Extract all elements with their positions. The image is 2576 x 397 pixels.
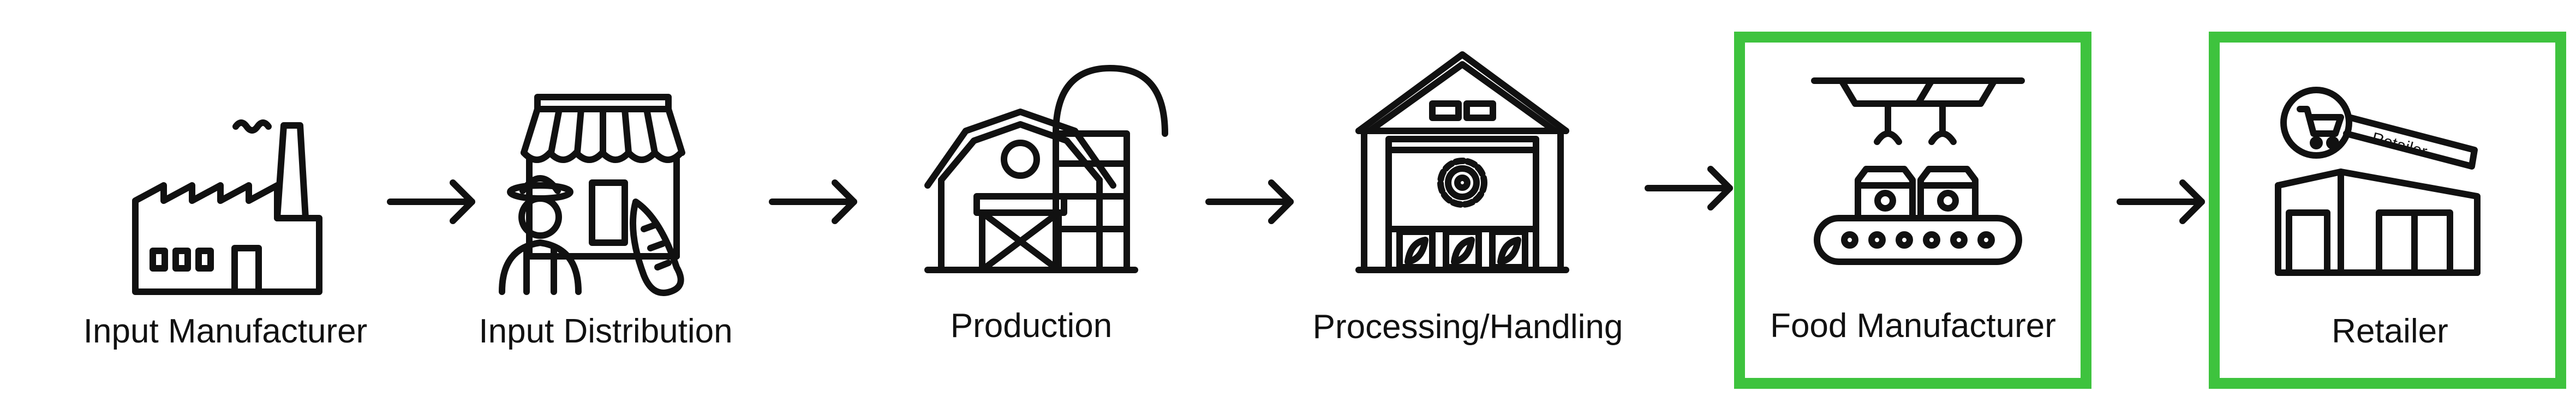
flow-arrow-2 xyxy=(769,179,857,224)
step-label-production: Production xyxy=(951,307,1112,345)
flow-arrow-4 xyxy=(1645,166,1733,210)
conveyor-packaging-icon xyxy=(1811,77,2025,265)
highlight-box-food-manufacturer xyxy=(1734,32,2091,389)
flow-arrow-5 xyxy=(2117,179,2205,224)
warehouse-gear-icon xyxy=(1355,51,1569,273)
farm-shop-icon xyxy=(499,94,685,296)
step-label-food-manufacturer: Food Manufacturer xyxy=(1770,307,2056,345)
highlight-box-retailer xyxy=(2209,32,2566,389)
factory-icon xyxy=(132,119,322,295)
step-label-processing-handling: Processing/Handling xyxy=(1313,308,1623,346)
step-label-input-manufacturer: Input Manufacturer xyxy=(83,312,367,350)
flow-arrow-1 xyxy=(387,179,475,224)
step-label-retailer: Retailer xyxy=(2332,312,2448,350)
retail-store-icon xyxy=(2275,87,2481,276)
step-label-input-distribution: Input Distribution xyxy=(479,312,732,350)
flow-arrow-3 xyxy=(1205,179,1294,224)
barn-silo-icon xyxy=(924,65,1168,273)
